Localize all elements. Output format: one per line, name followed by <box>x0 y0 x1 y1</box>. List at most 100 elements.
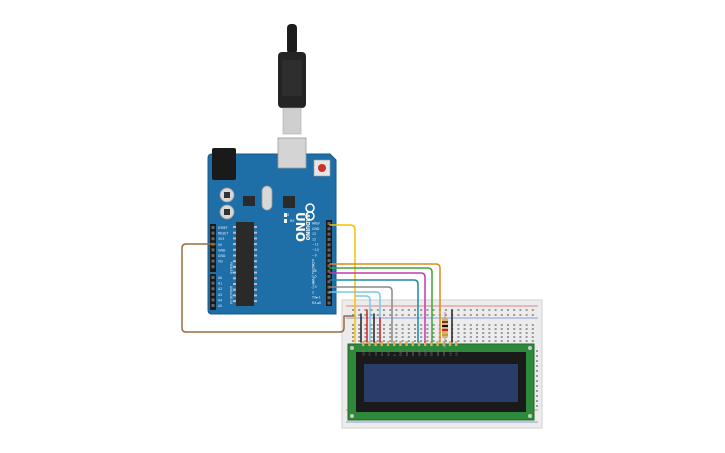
power-pin-label: GND <box>218 254 226 258</box>
lcd-pin[interactable] <box>424 341 427 346</box>
resistor <box>442 312 448 348</box>
arduino-uno-board: UNO ARDUINO POWER ANALOG IN DIGITAL (PWM… <box>207 137 337 315</box>
board-brand-label: ARDUINO <box>304 214 310 240</box>
board-model-label: UNO <box>293 212 307 242</box>
lcd-pin-label: E <box>393 354 397 356</box>
orange-wire[interactable] <box>329 263 441 343</box>
power-pin-hole[interactable] <box>211 248 215 252</box>
power-pin-hole[interactable] <box>211 254 215 257</box>
lcd-pin[interactable] <box>442 341 445 346</box>
lcd-pin-label: V0 <box>374 352 378 356</box>
analog-pin-hole[interactable] <box>211 276 215 279</box>
lcd-pin[interactable] <box>399 341 402 346</box>
teal-wire[interactable] <box>329 279 419 343</box>
digital-pin-hole[interactable] <box>327 248 331 252</box>
digital-pin-label: TX►1 <box>311 296 321 300</box>
power-pin-label: GND <box>218 248 226 252</box>
lcd-pin-label: GND <box>362 348 366 356</box>
digital-pin-label: 13 <box>312 232 316 236</box>
lcd-pin[interactable] <box>380 341 383 346</box>
lcd-pin[interactable] <box>436 341 439 346</box>
power-pin-hole[interactable] <box>211 265 215 269</box>
digital-pin-hole[interactable] <box>327 275 331 278</box>
power-pin-hole[interactable] <box>211 259 215 263</box>
lcd-pin[interactable] <box>405 341 408 346</box>
power-pin-label: Vin <box>218 260 223 264</box>
lcd-pin-label: DB7 <box>442 350 446 356</box>
digital-pin-label: RX◄0 <box>312 301 321 305</box>
lcd-pin-label: RW <box>386 351 390 356</box>
analog-pin-hole[interactable] <box>211 292 215 296</box>
lcd-pin-label: DB6 <box>436 350 440 356</box>
analog-pin-label: A3 <box>218 293 222 297</box>
arduino-logo: UNO ARDUINO <box>293 203 315 242</box>
power-pin-hole[interactable] <box>211 226 215 229</box>
analog-pin-hole[interactable] <box>211 298 215 302</box>
digital-pin-hole[interactable] <box>327 269 331 273</box>
digital-pin-hole[interactable] <box>327 232 331 236</box>
lcd-pin[interactable] <box>362 341 365 346</box>
lcd-pin-label: DB1 <box>405 350 409 356</box>
lcd-pin-label: LED <box>455 349 459 356</box>
analog-header-label: ANALOG IN <box>229 286 233 304</box>
lcd-pin[interactable] <box>455 341 458 346</box>
lightblue-wire[interactable] <box>329 291 381 343</box>
analog-pin-label: A1 <box>218 282 222 286</box>
digital-pin-hole[interactable] <box>327 227 331 231</box>
lcd-pin-label: RS <box>380 352 384 356</box>
digital-pin-label: 8 <box>312 259 314 263</box>
analog-pin-hole[interactable] <box>211 281 215 285</box>
analog-pin-label: A5 <box>218 304 222 308</box>
digital-pin-label: ~6 <box>312 269 317 273</box>
lcd-pin-label: DB4 <box>424 350 428 356</box>
digital-pin-label: 4 <box>312 280 314 284</box>
digital-pin-hole[interactable] <box>327 280 331 284</box>
yellow-wire[interactable] <box>329 224 356 343</box>
power-pin-hole[interactable] <box>211 237 215 241</box>
lcd-pin-label: DB2 <box>411 350 415 356</box>
lcd-pin-label: VCC <box>368 350 372 356</box>
lcd-pin[interactable] <box>448 341 452 346</box>
digital-pin-hole[interactable] <box>327 237 331 241</box>
lcd-pin[interactable] <box>417 341 421 346</box>
analog-pin-hole[interactable] <box>211 304 215 307</box>
analog-pin-label: A0 <box>218 276 222 280</box>
digital-pin-hole[interactable] <box>327 290 331 294</box>
rx-led-label: RX <box>290 219 295 223</box>
digital-pin-label: ~5 <box>312 275 317 279</box>
digital-pin-hole[interactable] <box>327 253 331 257</box>
lightblue-wire[interactable] <box>355 295 371 343</box>
lcd-pin-label: DB0 <box>399 350 403 356</box>
digital-pin-hole[interactable] <box>327 243 331 247</box>
crystal <box>261 185 273 211</box>
power-header <box>210 224 216 272</box>
analog-pin-hole[interactable] <box>211 287 215 291</box>
lcd-pin[interactable] <box>374 341 377 346</box>
digital-pin-label: 12 <box>312 237 316 241</box>
usb-cable <box>278 24 306 135</box>
digital-pin-hole[interactable] <box>327 285 331 289</box>
digital-pin-hole[interactable] <box>327 222 331 225</box>
brown-wire[interactable] <box>181 243 356 333</box>
power-pin-label: IOREF <box>218 226 228 230</box>
magenta-wire[interactable] <box>329 272 426 343</box>
green-wire[interactable] <box>329 267 433 343</box>
power-pin-hole[interactable] <box>211 231 215 235</box>
digital-pin-hole[interactable] <box>327 259 331 263</box>
lcd-pin[interactable] <box>393 341 396 346</box>
power-jack <box>212 148 236 180</box>
lcd-pin[interactable] <box>411 341 414 346</box>
digital-pin-label: 7 <box>312 264 314 268</box>
wires <box>181 224 453 343</box>
lcd-pin[interactable] <box>386 341 390 346</box>
lcd-pin-label: DB3 <box>417 350 421 356</box>
lcd-pin-label: LED <box>448 349 452 356</box>
lcd-pin[interactable] <box>368 341 371 346</box>
digital-pin-hole[interactable] <box>327 264 331 268</box>
digital-pin-hole[interactable] <box>327 296 331 300</box>
gray-wire[interactable] <box>329 286 393 343</box>
digital-pin-hole[interactable] <box>327 301 331 305</box>
lcd-pin[interactable] <box>430 341 433 346</box>
lcd-pin-label: DB5 <box>430 350 434 356</box>
